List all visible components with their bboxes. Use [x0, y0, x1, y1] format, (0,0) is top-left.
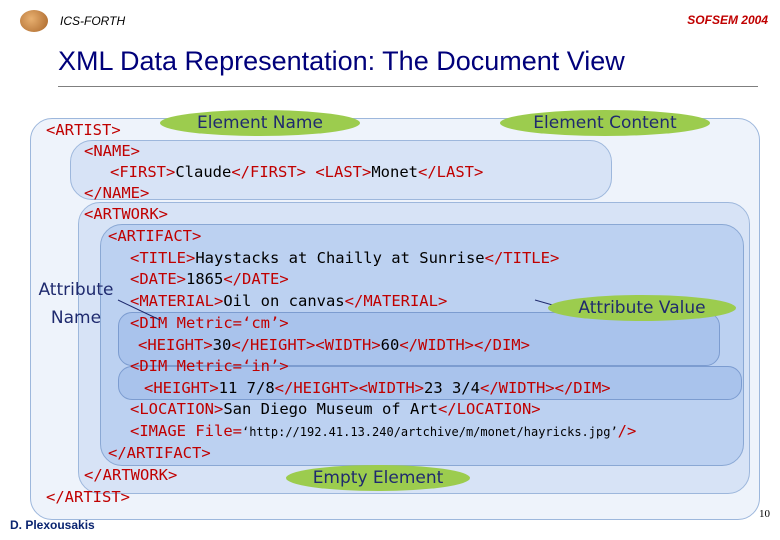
ics-forth-logo [20, 10, 48, 32]
code-line-artifact-open: <ARTIFACT> [108, 226, 201, 246]
tag: <HEIGHT> [138, 336, 213, 354]
code-line-location: <LOCATION>San Diego Museum of Art</LOCAT… [130, 399, 541, 419]
element-name-bubble: Element Name [160, 110, 360, 136]
content: 11 7/8 [218, 379, 275, 397]
content: 23 3/4 [423, 379, 480, 397]
code-line-title: <TITLE>Haystacks at Chailly at Sunrise</… [130, 248, 559, 268]
tag: <LAST> [315, 163, 372, 181]
element-content-bubble: Element Content [500, 110, 710, 136]
dim2-box [118, 366, 742, 400]
code-line-dim1-open: <DIM Metric=‘cm’> [130, 313, 289, 333]
code-line-date: <DATE>1865</DATE> [130, 269, 289, 289]
tag: </HEIGHT> [231, 336, 316, 354]
tag: </HEIGHT> [274, 379, 359, 397]
header-right: SOFSEM 2004 [687, 13, 768, 27]
tag: <WIDTH> [358, 379, 424, 397]
attr-name-pointer [117, 299, 161, 321]
code-line-dim1-content: <HEIGHT>30</HEIGHT><WIDTH>60</WIDTH></DI… [138, 335, 530, 355]
tag: <DIM Metric=‘cm’> [130, 314, 289, 332]
tag: </WIDTH> [399, 336, 474, 354]
tag: </TITLE> [484, 249, 560, 267]
tag: <WIDTH> [315, 336, 381, 354]
attribute-name-line2: Name [50, 308, 102, 328]
code-line-material: <MATERIAL>Oil on canvas</MATERIAL> [130, 291, 447, 311]
tag: <ARTIST> [46, 121, 121, 139]
content: Monet [371, 163, 418, 181]
code-line-dim2-content: <HEIGHT>11 7/8</HEIGHT><WIDTH>23 3/4</WI… [144, 378, 611, 398]
tag: </DIM> [473, 336, 530, 354]
code-line-image: <IMAGE File=‘http://192.41.13.240/artchi… [130, 421, 636, 442]
empty-element-bubble: Empty Element [286, 465, 470, 491]
code-line-artist-close: </ARTIST> [46, 487, 130, 507]
tag: <TITLE> [130, 249, 196, 267]
code-line-artist-open: <ARTIST> [46, 120, 121, 140]
tag: <LOCATION> [130, 400, 224, 418]
tag: </MATERIAL> [344, 292, 448, 310]
tag: <IMAGE File= [130, 422, 242, 440]
tag: </ARTIFACT> [108, 444, 211, 462]
tag: <ARTIFACT> [108, 227, 202, 245]
title-rule [58, 86, 758, 87]
tag: </ARTIST> [46, 488, 130, 506]
tag: /> [617, 422, 637, 440]
code-line-artifact-close: </ARTIFACT> [108, 443, 211, 463]
tag: <MATERIAL> [130, 292, 224, 310]
code-line-first-last: <FIRST>Claude</FIRST> <LAST>Monet</LAST> [110, 162, 483, 182]
author-footer: D. Plexousakis [10, 518, 95, 532]
code-line-name-open: <NAME> [84, 141, 140, 161]
tag: </FIRST> [231, 163, 306, 181]
attribute-value-bubble: Attribute Value [548, 295, 736, 321]
slide-title: XML Data Representation: The Document Vi… [58, 46, 625, 76]
content: 30 [212, 336, 232, 354]
code-line-name-close: </NAME> [84, 183, 149, 203]
tag: </DIM> [554, 379, 611, 397]
tag: <HEIGHT> [144, 379, 219, 397]
tag: </LOCATION> [437, 400, 541, 418]
code-line-artwork-close: </ARTWORK> [84, 465, 177, 485]
tag: <ARTWORK> [84, 205, 168, 223]
content: Haystacks at Chailly at Sunrise [195, 249, 485, 267]
tag: </LAST> [418, 163, 484, 181]
content: 1865 [186, 270, 224, 288]
tag: <DATE> [130, 270, 186, 288]
name-box [70, 140, 612, 200]
attribute-name-line1: Attribute [38, 280, 114, 300]
header-left: ICS-FORTH [60, 14, 126, 28]
tag: </ARTWORK> [84, 466, 178, 484]
attribute-name-label: Attribute Name [24, 276, 128, 332]
code-line-artwork-open: <ARTWORK> [84, 204, 168, 224]
tag: <FIRST> [110, 163, 176, 181]
content: San Diego Museum of Art [223, 400, 438, 418]
content: Claude [175, 163, 232, 181]
dim1-box [118, 312, 720, 366]
attribute-value: ‘http://192.41.13.240/artchive/m/monet/h… [241, 425, 618, 439]
tag: <DIM Metric=‘in’> [130, 357, 289, 375]
tag: </WIDTH> [479, 379, 555, 397]
page-number: 10 [759, 508, 770, 520]
content: 60 [380, 336, 400, 354]
tag: </DATE> [223, 270, 289, 288]
tag: <NAME> [84, 142, 140, 160]
content: Oil on canvas [223, 292, 345, 310]
code-line-dim2-open: <DIM Metric=‘in’> [130, 356, 289, 376]
tag: </NAME> [84, 184, 150, 202]
